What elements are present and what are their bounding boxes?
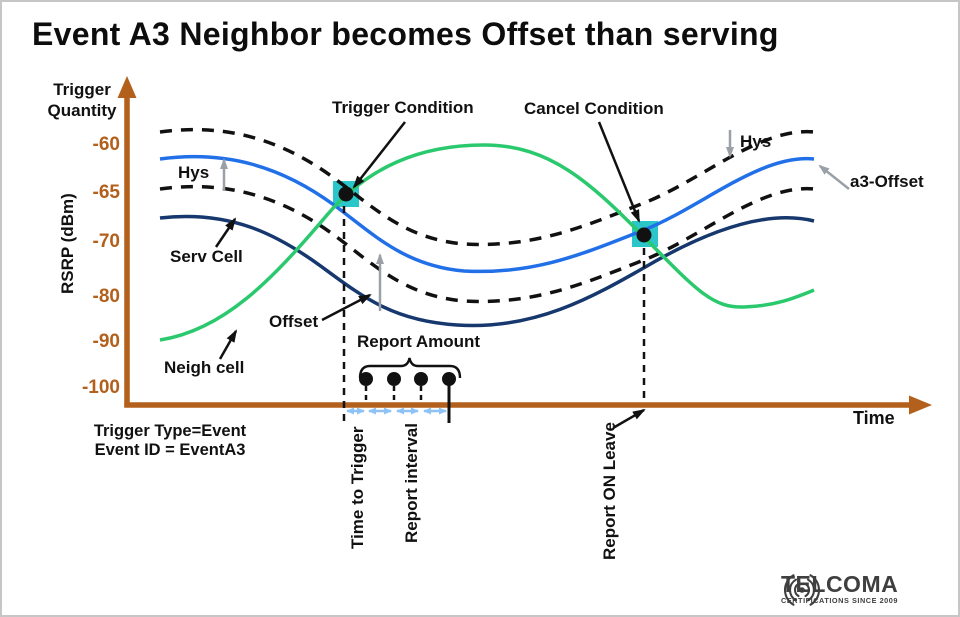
cancel-condition-arrow — [597, 121, 641, 223]
serv-cell-label: Serv Cell — [170, 247, 243, 266]
neigh-cell-arrow — [218, 329, 238, 360]
annotation-arrows — [214, 121, 646, 430]
report-interval-label: Report interval — [402, 423, 421, 543]
y-tick--90: -90 — [92, 331, 120, 352]
trigger-type-line: Trigger Type=Event — [93, 422, 247, 440]
measure-arrows — [220, 130, 850, 311]
report-dot — [442, 372, 456, 386]
report-dot — [359, 372, 373, 386]
y-tick--60: -60 — [92, 134, 120, 155]
logo-tagline: CERTIFICATIONS SINCE 2009 — [781, 596, 899, 605]
time-to-trigger-label: Time to Trigger — [348, 426, 367, 550]
hys-lower-dashed-curve — [158, 184, 816, 304]
cancel-condition-label: Cancel Condition — [524, 99, 664, 118]
trigger-condition-arrow — [352, 121, 406, 189]
signal-waves-icon — [784, 574, 820, 606]
y-tick--80: -80 — [92, 286, 120, 307]
a3-offset-label: a3-Offset — [850, 172, 924, 191]
report-on-leave-arrow — [612, 408, 646, 430]
hys-left-label: Hys — [178, 163, 210, 182]
page-title: Event A3 Neighbor becomes Offset than se… — [32, 16, 779, 52]
trigger-condition-label: Trigger Condition — [332, 98, 474, 117]
a3-offset-arrow — [818, 164, 850, 190]
hys-right-label: Hys — [740, 132, 772, 151]
report-dot — [387, 372, 401, 386]
y-tick--70: -70 — [92, 231, 120, 252]
serv-cell-arrow — [214, 217, 237, 248]
y-axis-title: Trigger Quantity — [47, 80, 117, 120]
y-axis-arrowhead — [117, 76, 137, 98]
report-dots — [358, 357, 462, 423]
serving-cell-curve — [159, 214, 815, 328]
offset-arrow — [321, 293, 372, 322]
report-amount-label: Report Amount — [357, 332, 481, 351]
trigger-event-dot — [338, 186, 354, 202]
axes — [117, 76, 932, 415]
y-tick--65: -65 — [92, 182, 120, 203]
offset-label: Offset — [269, 312, 319, 331]
neigh-cell-label: Neigh cell — [164, 358, 245, 377]
curves — [158, 127, 816, 342]
report-amount-brace — [358, 357, 462, 379]
x-axis-arrowhead — [909, 395, 932, 415]
cancel-event-dot — [636, 227, 652, 243]
y-tick--100: -100 — [81, 377, 120, 398]
event-id-line: Event ID = EventA3 — [94, 441, 246, 460]
trigger-type-note: Trigger Type=Event Event ID = EventA3 — [74, 422, 266, 461]
a3-offset-threshold-curve — [158, 154, 816, 274]
hys-upper-dashed-curve — [158, 127, 816, 247]
x-axis-label: Time — [853, 408, 895, 428]
logo-wordmark: TELCOMA — [781, 571, 899, 597]
telcoma-logo: TELCOMA CERTIFICATIONS SINCE 2009 — [781, 571, 899, 606]
report-dot — [414, 372, 428, 386]
neighbor-cell-curve — [159, 143, 815, 342]
report-on-leave-label: Report ON Leave — [600, 422, 619, 560]
